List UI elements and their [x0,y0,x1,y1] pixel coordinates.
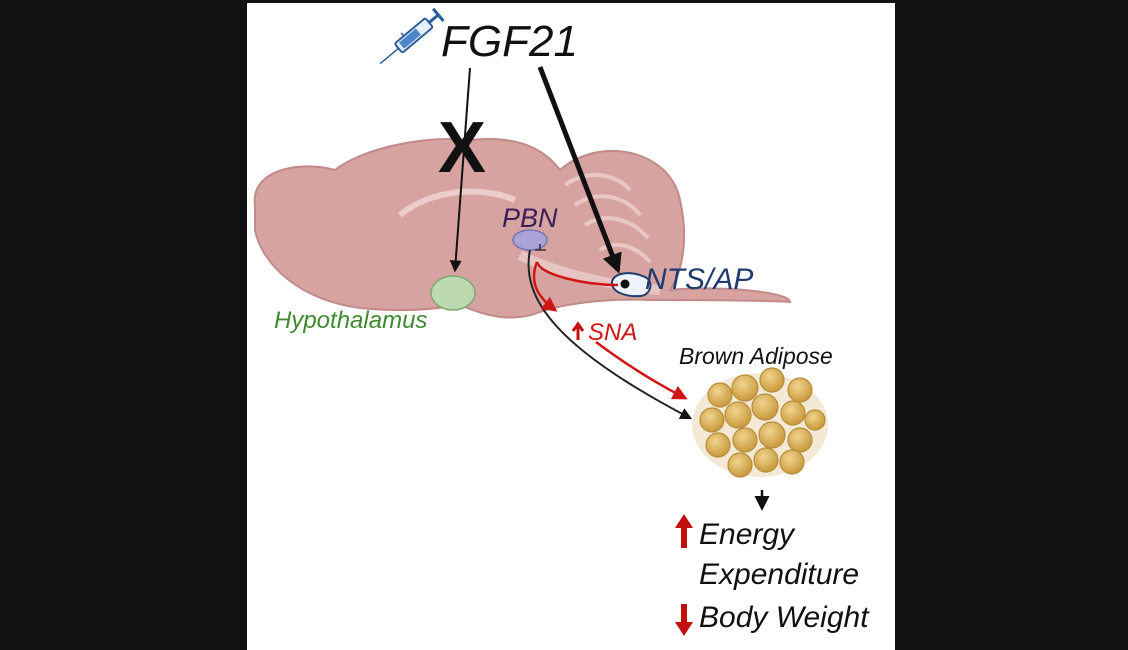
syringe-icon [379,7,445,65]
brown-adipose-label: Brown Adipose [679,343,833,369]
arrow-fgf21-to-nts-ap [537,66,622,274]
hypothalamus-label: Hypothalamus [274,307,427,334]
pathway-pbn-to-adipose [527,249,693,420]
pbn-label: PBN [502,203,558,233]
nts-ap-label: NTS/AP [645,263,753,296]
expenditure-label: Expenditure [699,558,859,591]
cerebellum-folds [563,172,652,264]
pbn-region [512,229,548,251]
down-arrow-icon [675,604,693,636]
up-arrow-icon [675,514,693,548]
hypothalamus-region [430,275,476,311]
arrow-fgf21-to-hypothalamus [449,67,471,273]
fgf21-label: FGF21 [441,17,578,66]
pathway-sna-to-adipose-red [595,340,688,400]
blocked-mark: X [438,108,486,188]
body-weight-label: Body Weight [699,601,870,634]
brown-adipose-cluster [692,367,828,478]
diagram-panel [247,3,895,650]
pbn-inhibition-mark [535,244,546,251]
corpus-callosum [398,188,517,218]
up-arrow-icon [571,321,585,340]
energy-label: Energy [699,518,796,551]
nts-ap-neuron [610,272,652,298]
pathway-pbn-to-sna-red [532,261,558,312]
pathway-nts-to-pbn-red [535,261,619,287]
brain-illustration [253,138,792,319]
sna-label: SNA [588,319,637,346]
